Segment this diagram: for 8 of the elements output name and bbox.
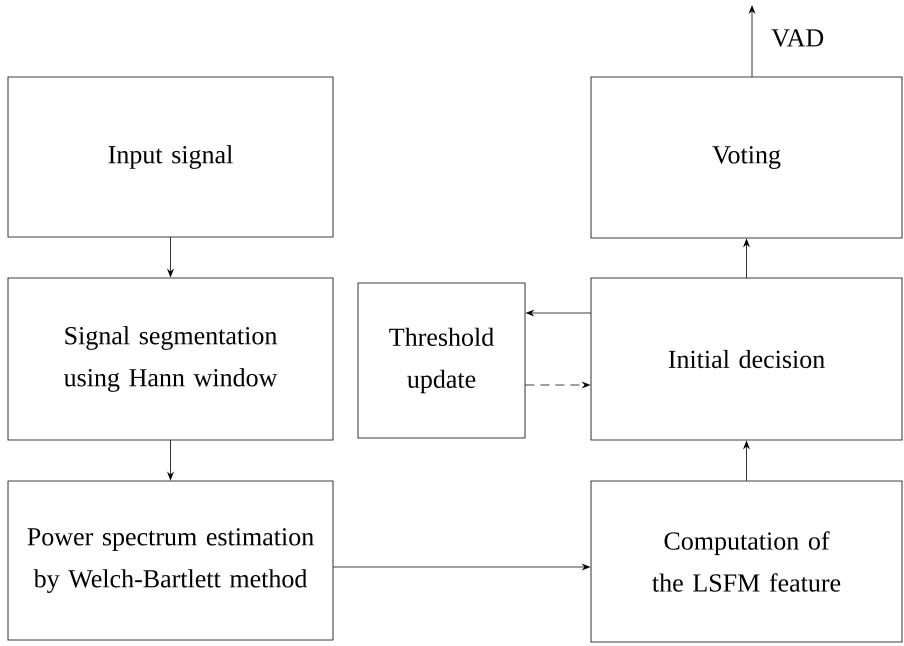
process-box: Initial decision [590, 278, 902, 440]
edge-label: VAD [772, 29, 824, 47]
process-box: Voting [590, 76, 902, 238]
process-box: Input signal [8, 76, 334, 238]
process-box: Power spectrum estimation by Welch-Bartlett method [8, 480, 334, 640]
process-box: Signal segmentation using Hann window [8, 278, 334, 440]
process-box: Computation of the LSFM feature [590, 480, 902, 642]
process-box: Threshold update [358, 282, 526, 438]
